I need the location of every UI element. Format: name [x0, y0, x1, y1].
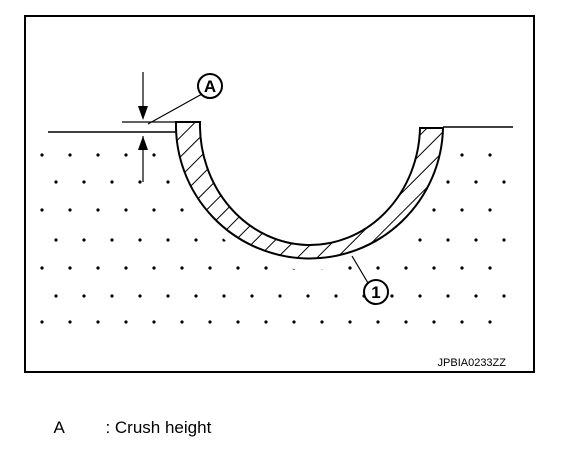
- housing-dot: [432, 266, 436, 270]
- housing-dot: [180, 208, 184, 212]
- housing-dot: [376, 320, 380, 324]
- housing-dot: [460, 208, 464, 212]
- housing-dot: [502, 238, 506, 242]
- housing-dot: [180, 320, 184, 324]
- housing-dot: [488, 208, 492, 212]
- housing-dot: [152, 266, 156, 270]
- housing-dot: [236, 266, 240, 270]
- housing-dot: [166, 180, 170, 184]
- housing-dot: [40, 266, 44, 270]
- callout-1-circle: [363, 279, 389, 305]
- housing-dot: [96, 153, 100, 157]
- callout-1-label: 1: [371, 283, 380, 302]
- housing-dot: [404, 320, 408, 324]
- legend-key-a: A: [53, 418, 65, 437]
- housing-dot: [348, 320, 352, 324]
- housing-dot: [54, 238, 58, 242]
- housing-dot: [250, 294, 254, 298]
- callout-a-circle: [197, 73, 223, 99]
- reference-code: JPBIA0233ZZ: [438, 357, 507, 369]
- housing-dot: [292, 320, 296, 324]
- housing-dot: [124, 208, 128, 212]
- legend-text-crush-height: : Crush height: [105, 418, 212, 437]
- housing-dot: [488, 320, 492, 324]
- housing-dot: [166, 294, 170, 298]
- housing-dot: [446, 294, 450, 298]
- housing-dot: [474, 238, 478, 242]
- housing-dot: [180, 266, 184, 270]
- housing-dot: [68, 208, 72, 212]
- housing-dot: [40, 153, 44, 157]
- housing-dot: [418, 238, 422, 242]
- callout-1-leader: [351, 255, 369, 284]
- housing-dot: [474, 294, 478, 298]
- dimension-arrow-up: [138, 136, 148, 150]
- housing-dot: [334, 294, 338, 298]
- housing-dot: [208, 320, 212, 324]
- housing-dot: [96, 208, 100, 212]
- housing-dot: [40, 208, 44, 212]
- housing-dot: [54, 180, 58, 184]
- housing-dot: [68, 153, 72, 157]
- housing-dot: [96, 320, 100, 324]
- housing-dot: [390, 294, 394, 298]
- housing-dot-pattern: [40, 153, 506, 324]
- housing-dot: [68, 320, 72, 324]
- housing-dot: [418, 294, 422, 298]
- housing-dot: [152, 153, 156, 157]
- housing-dot: [432, 320, 436, 324]
- housing-dot: [82, 238, 86, 242]
- housing-dot: [110, 180, 114, 184]
- housing-dot: [138, 294, 142, 298]
- housing-dot: [502, 180, 506, 184]
- housing-dot: [54, 294, 58, 298]
- legend: A : Crush height: [44, 398, 211, 438]
- bearing-shell: [174, 121, 445, 260]
- housing-dot: [124, 153, 128, 157]
- housing-dot: [82, 294, 86, 298]
- housing-dot: [110, 238, 114, 242]
- housing-dot: [208, 266, 212, 270]
- housing-dot: [152, 208, 156, 212]
- housing-dot: [376, 266, 380, 270]
- housing-dot: [432, 208, 436, 212]
- housing-dot: [124, 266, 128, 270]
- housing-dot: [488, 266, 492, 270]
- housing-dot: [306, 294, 310, 298]
- housing-dot: [96, 266, 100, 270]
- housing-dot: [264, 320, 268, 324]
- housing-dot: [124, 320, 128, 324]
- housing-dot: [446, 180, 450, 184]
- callout-a-leader: [147, 93, 203, 125]
- housing-dot: [460, 266, 464, 270]
- dimension-arrow-down: [138, 106, 148, 120]
- housing-dot: [166, 238, 170, 242]
- housing-dot: [138, 238, 142, 242]
- housing-dot: [82, 180, 86, 184]
- housing-dot: [194, 238, 198, 242]
- housing-dot: [264, 266, 268, 270]
- housing-dot: [138, 180, 142, 184]
- housing-dot: [152, 320, 156, 324]
- housing-dot: [348, 266, 352, 270]
- housing-dot: [40, 320, 44, 324]
- housing-dot: [320, 320, 324, 324]
- housing-dot: [236, 320, 240, 324]
- housing-dot: [68, 266, 72, 270]
- housing-dot: [278, 294, 282, 298]
- housing-dot: [404, 266, 408, 270]
- housing-dot: [460, 153, 464, 157]
- housing-dot: [194, 294, 198, 298]
- housing-dot: [460, 320, 464, 324]
- housing-dot: [222, 294, 226, 298]
- housing-dot: [110, 294, 114, 298]
- housing-dot: [446, 238, 450, 242]
- housing-dot: [502, 294, 506, 298]
- callout-a-label: A: [204, 77, 216, 96]
- housing-dot: [488, 153, 492, 157]
- housing-dot: [474, 180, 478, 184]
